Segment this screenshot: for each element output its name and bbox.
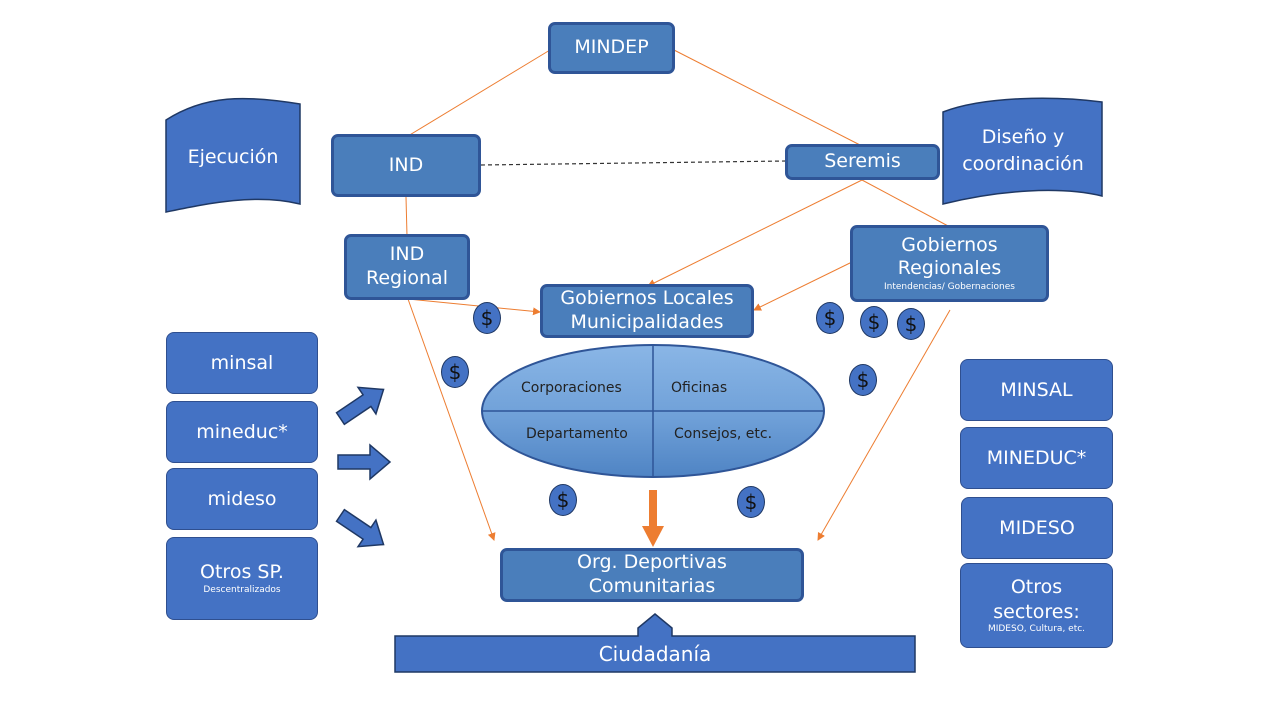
node-gobreg-sub: Intendencias/ Gobernaciones	[883, 282, 1015, 293]
right-item-otros-sub: MIDESO, Cultura, etc.	[987, 624, 1086, 635]
ellipse-oficinas: Oficinas	[671, 380, 728, 396]
node-gobiernos-regionales: Gobiernos Regionales Intendencias/ Gober…	[850, 225, 1049, 302]
left-item-mideso: mideso	[166, 468, 318, 530]
block-arrow-up-right	[335, 386, 385, 426]
node-org-deportivas: Org. Deportivas Comunitarias	[500, 548, 804, 602]
node-ind: IND	[331, 134, 481, 197]
ellipse-corporaciones: Corporaciones	[521, 380, 622, 396]
scroll-diseno	[942, 97, 1103, 205]
node-gobiernos-locales: Gobiernos Locales Municipalidades	[540, 284, 754, 338]
right-item-mideso: MIDESO	[961, 497, 1113, 559]
node-ind-label: IND	[388, 153, 424, 176]
node-mindep: MINDEP	[548, 22, 675, 74]
left-item-mideso-label: mideso	[207, 487, 277, 510]
right-item-minsal: MINSAL	[960, 359, 1113, 421]
right-item-mineduc-label: MINEDUC*	[986, 446, 1087, 469]
ciudadania-arrow-shape	[394, 613, 916, 673]
arrow-down-orange	[642, 490, 664, 547]
arrow-gobreg-goblocales	[753, 261, 853, 311]
dollar-icon: $	[737, 486, 765, 518]
scroll-ejecucion-label: Ejecución	[187, 146, 279, 168]
dollar-icon: $	[849, 364, 877, 396]
left-item-minsal: minsal	[166, 332, 318, 394]
block-arrow-right	[337, 443, 392, 481]
node-orgdep-line2: Comunitarias	[588, 575, 716, 597]
dollar-icon: $	[473, 302, 501, 334]
ellipse-consejos: Consejos, etc.	[674, 426, 773, 442]
line-mindep-ind	[407, 49, 551, 137]
arrow-seremis-goblocales	[647, 179, 863, 287]
dollar-icon: $	[441, 356, 469, 388]
arrow-indreg-goblocales	[407, 298, 541, 316]
ellipse-structures	[481, 344, 825, 478]
node-ind-regional: IND Regional	[344, 234, 470, 300]
dollar-icon: $	[816, 302, 844, 334]
left-item-minsal-label: minsal	[210, 351, 274, 374]
block-arrow-down-right	[335, 508, 385, 548]
scroll-diseno-label: Diseño y coordinación	[943, 124, 1103, 177]
right-item-mineduc: MINEDUC*	[960, 427, 1113, 489]
line-ind-indregional	[405, 196, 408, 237]
line-ind-seremis-dashed	[480, 160, 787, 166]
right-item-otros-sectores: Otros sectores: MIDESO, Cultura, etc.	[960, 563, 1113, 648]
dollar-icon: $	[897, 308, 925, 340]
node-gobreg-line2: Regionales	[897, 257, 1002, 280]
arrow-gobreg-orgdep	[817, 309, 951, 541]
left-item-otros-sp-sub: Descentralizados	[203, 585, 281, 595]
node-ind-regional-line2: Regional	[366, 267, 448, 289]
left-item-otros-sp-label: Otros SP.	[200, 561, 284, 584]
arrow-indreg-orgdep	[407, 298, 496, 541]
right-item-minsal-label: MINSAL	[1000, 378, 1073, 401]
ellipse-departamento: Departamento	[526, 426, 628, 442]
node-ciudadania-label: Ciudadanía	[598, 642, 712, 666]
node-gobreg-line1: Gobiernos	[901, 233, 998, 256]
node-orgdep-line1: Org. Deportivas	[577, 551, 727, 574]
left-item-otros-sp: Otros SP. Descentralizados	[166, 537, 318, 620]
right-item-otros-line1: Otros	[1010, 575, 1063, 598]
scroll-diseno-line1: Diseño y	[981, 126, 1065, 148]
left-item-mineduc: mineduc*	[166, 401, 318, 463]
node-seremis-label: Seremis	[824, 150, 901, 173]
dollar-icon: $	[549, 484, 577, 516]
line-mindep-seremis	[673, 49, 863, 147]
node-mindep-label: MINDEP	[574, 36, 649, 59]
node-ind-regional-line1: IND	[389, 243, 425, 266]
line-seremis-gobreg	[861, 179, 951, 228]
node-seremis: Seremis	[785, 144, 940, 180]
node-goblocales-line1: Gobiernos Locales	[560, 287, 734, 310]
left-item-mineduc-label: mineduc*	[196, 420, 288, 443]
right-item-otros-line2: sectores:	[993, 600, 1080, 623]
scroll-diseno-line2: coordinación	[962, 152, 1084, 175]
right-item-mideso-label: MIDESO	[999, 516, 1075, 539]
dollar-icon: $	[860, 306, 888, 338]
node-goblocales-line2: Municipalidades	[570, 311, 724, 333]
scroll-ejecucion	[165, 97, 301, 213]
